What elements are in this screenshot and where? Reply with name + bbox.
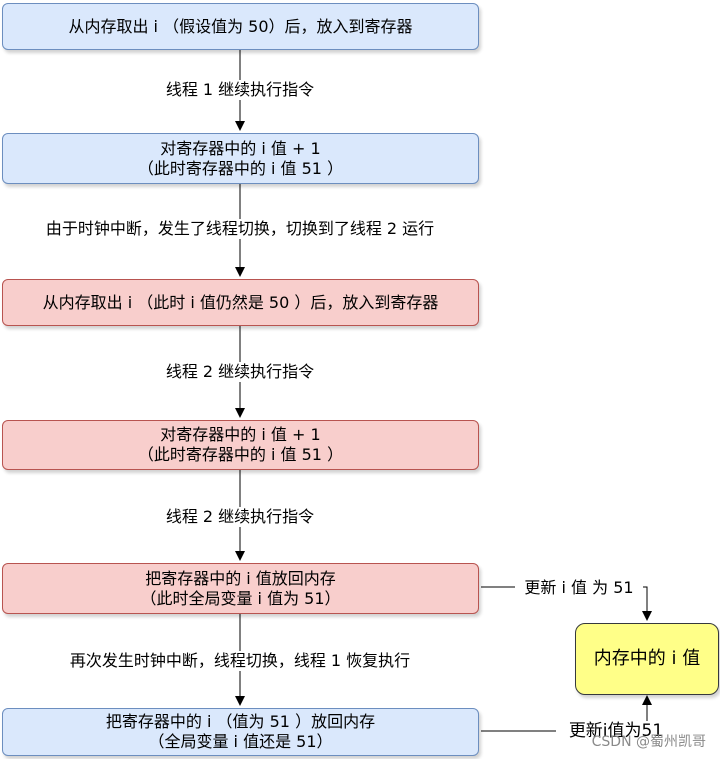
transition-label-3: 线程 2 继续执行指令 [140, 362, 340, 382]
step-3-box: 从内存取出 i （此时 i 值仍然是 50 ）后，放入到寄存器 [2, 279, 479, 326]
transition-label-4: 线程 2 继续执行指令 [140, 507, 340, 527]
step-2-line-1: 对寄存器中的 i 值 + 1 [160, 138, 321, 158]
step-2-line-2: （此时寄存器中的 i 值 51 ） [137, 158, 344, 178]
step-4-line-2: （此时寄存器中的 i 值 51 ） [137, 445, 344, 464]
transition-label-2: 由于时钟中断，发生了线程切换，切换到了线程 2 运行 [6, 219, 474, 239]
step-5-line-1: 把寄存器中的 i 值放回内存 [145, 568, 336, 588]
step-5-line-2: （此时全局变量 i 值为 51） [140, 588, 341, 608]
step-3-line-1: 从内存取出 i （此时 i 值仍然是 50 ）后，放入到寄存器 [42, 292, 439, 312]
memory-box-label: 内存中的 i 值 [593, 648, 701, 669]
step-5-box: 把寄存器中的 i 值放回内存 （此时全局变量 i 值为 51） [2, 563, 479, 614]
transition-label-5: 再次发生时钟中断，线程切换，线程 1 恢复执行 [30, 651, 450, 671]
step-6-line-1: 把寄存器中的 i （值为 51 ）放回内存 [105, 712, 376, 731]
memory-box: 内存中的 i 值 [575, 623, 719, 695]
transition-label-1: 线程 1 继续执行指令 [140, 80, 340, 100]
step-1-line-1: 从内存取出 i （假设值为 50）后，放入到寄存器 [68, 16, 413, 36]
watermark-text: CSDN @蜀州凯哥 [591, 734, 706, 750]
step-6-line-2: （全局变量 i 值还是 51） [148, 732, 333, 751]
update-label-second: 更新i值为51 [556, 721, 676, 741]
step-6-box: 把寄存器中的 i （值为 51 ）放回内存 （全局变量 i 值还是 51） [2, 708, 479, 756]
step-1-box: 从内存取出 i （假设值为 50）后，放入到寄存器 [2, 3, 479, 50]
step-2-box: 对寄存器中的 i 值 + 1 （此时寄存器中的 i 值 51 ） [2, 133, 479, 184]
step-4-line-1: 对寄存器中的 i 值 + 1 [160, 425, 321, 444]
update-label-first: 更新 i 值 为 51 [515, 578, 643, 598]
step-4-box: 对寄存器中的 i 值 + 1 （此时寄存器中的 i 值 51 ） [2, 420, 479, 470]
